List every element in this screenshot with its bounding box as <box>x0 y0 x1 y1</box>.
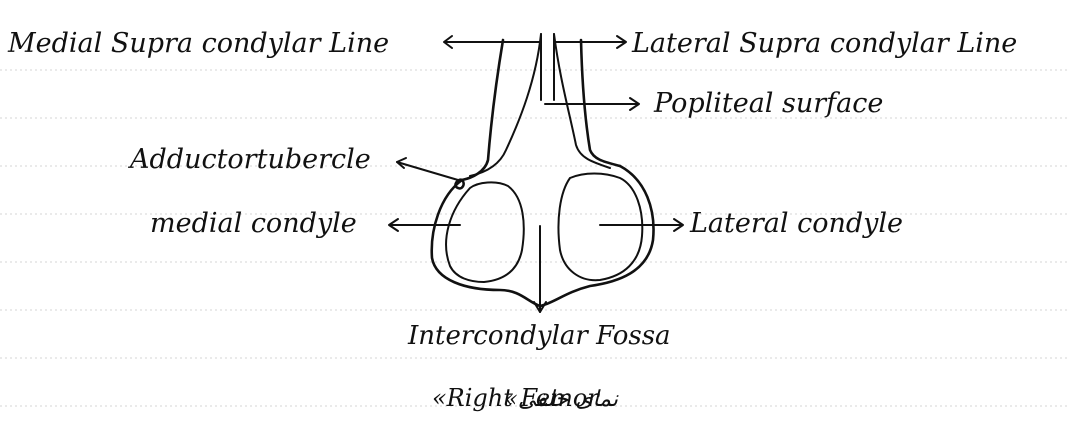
label-intercondylar-fossa: Intercondylar Fossa <box>407 321 671 351</box>
label-adductor-tubercle: Adductortubercle <box>127 144 371 175</box>
medial-condyle-contour <box>446 182 524 282</box>
label-popliteal-surface: Popliteal surface <box>653 88 883 119</box>
lateral-condyle-contour <box>558 174 642 281</box>
label-medial-supra-condylar-line: Medial Supra condylar Line <box>7 28 389 59</box>
caption-persian: نمای خلفی» <box>504 387 618 412</box>
label-lateral-supra-condylar-line: Lateral Supra condylar Line <box>631 28 1017 59</box>
condyles-outline <box>432 166 654 306</box>
label-lateral-condyle: Lateral condyle <box>689 208 903 239</box>
leader-lines <box>389 36 683 312</box>
label-medial-condyle: medial condyle <box>150 208 357 239</box>
